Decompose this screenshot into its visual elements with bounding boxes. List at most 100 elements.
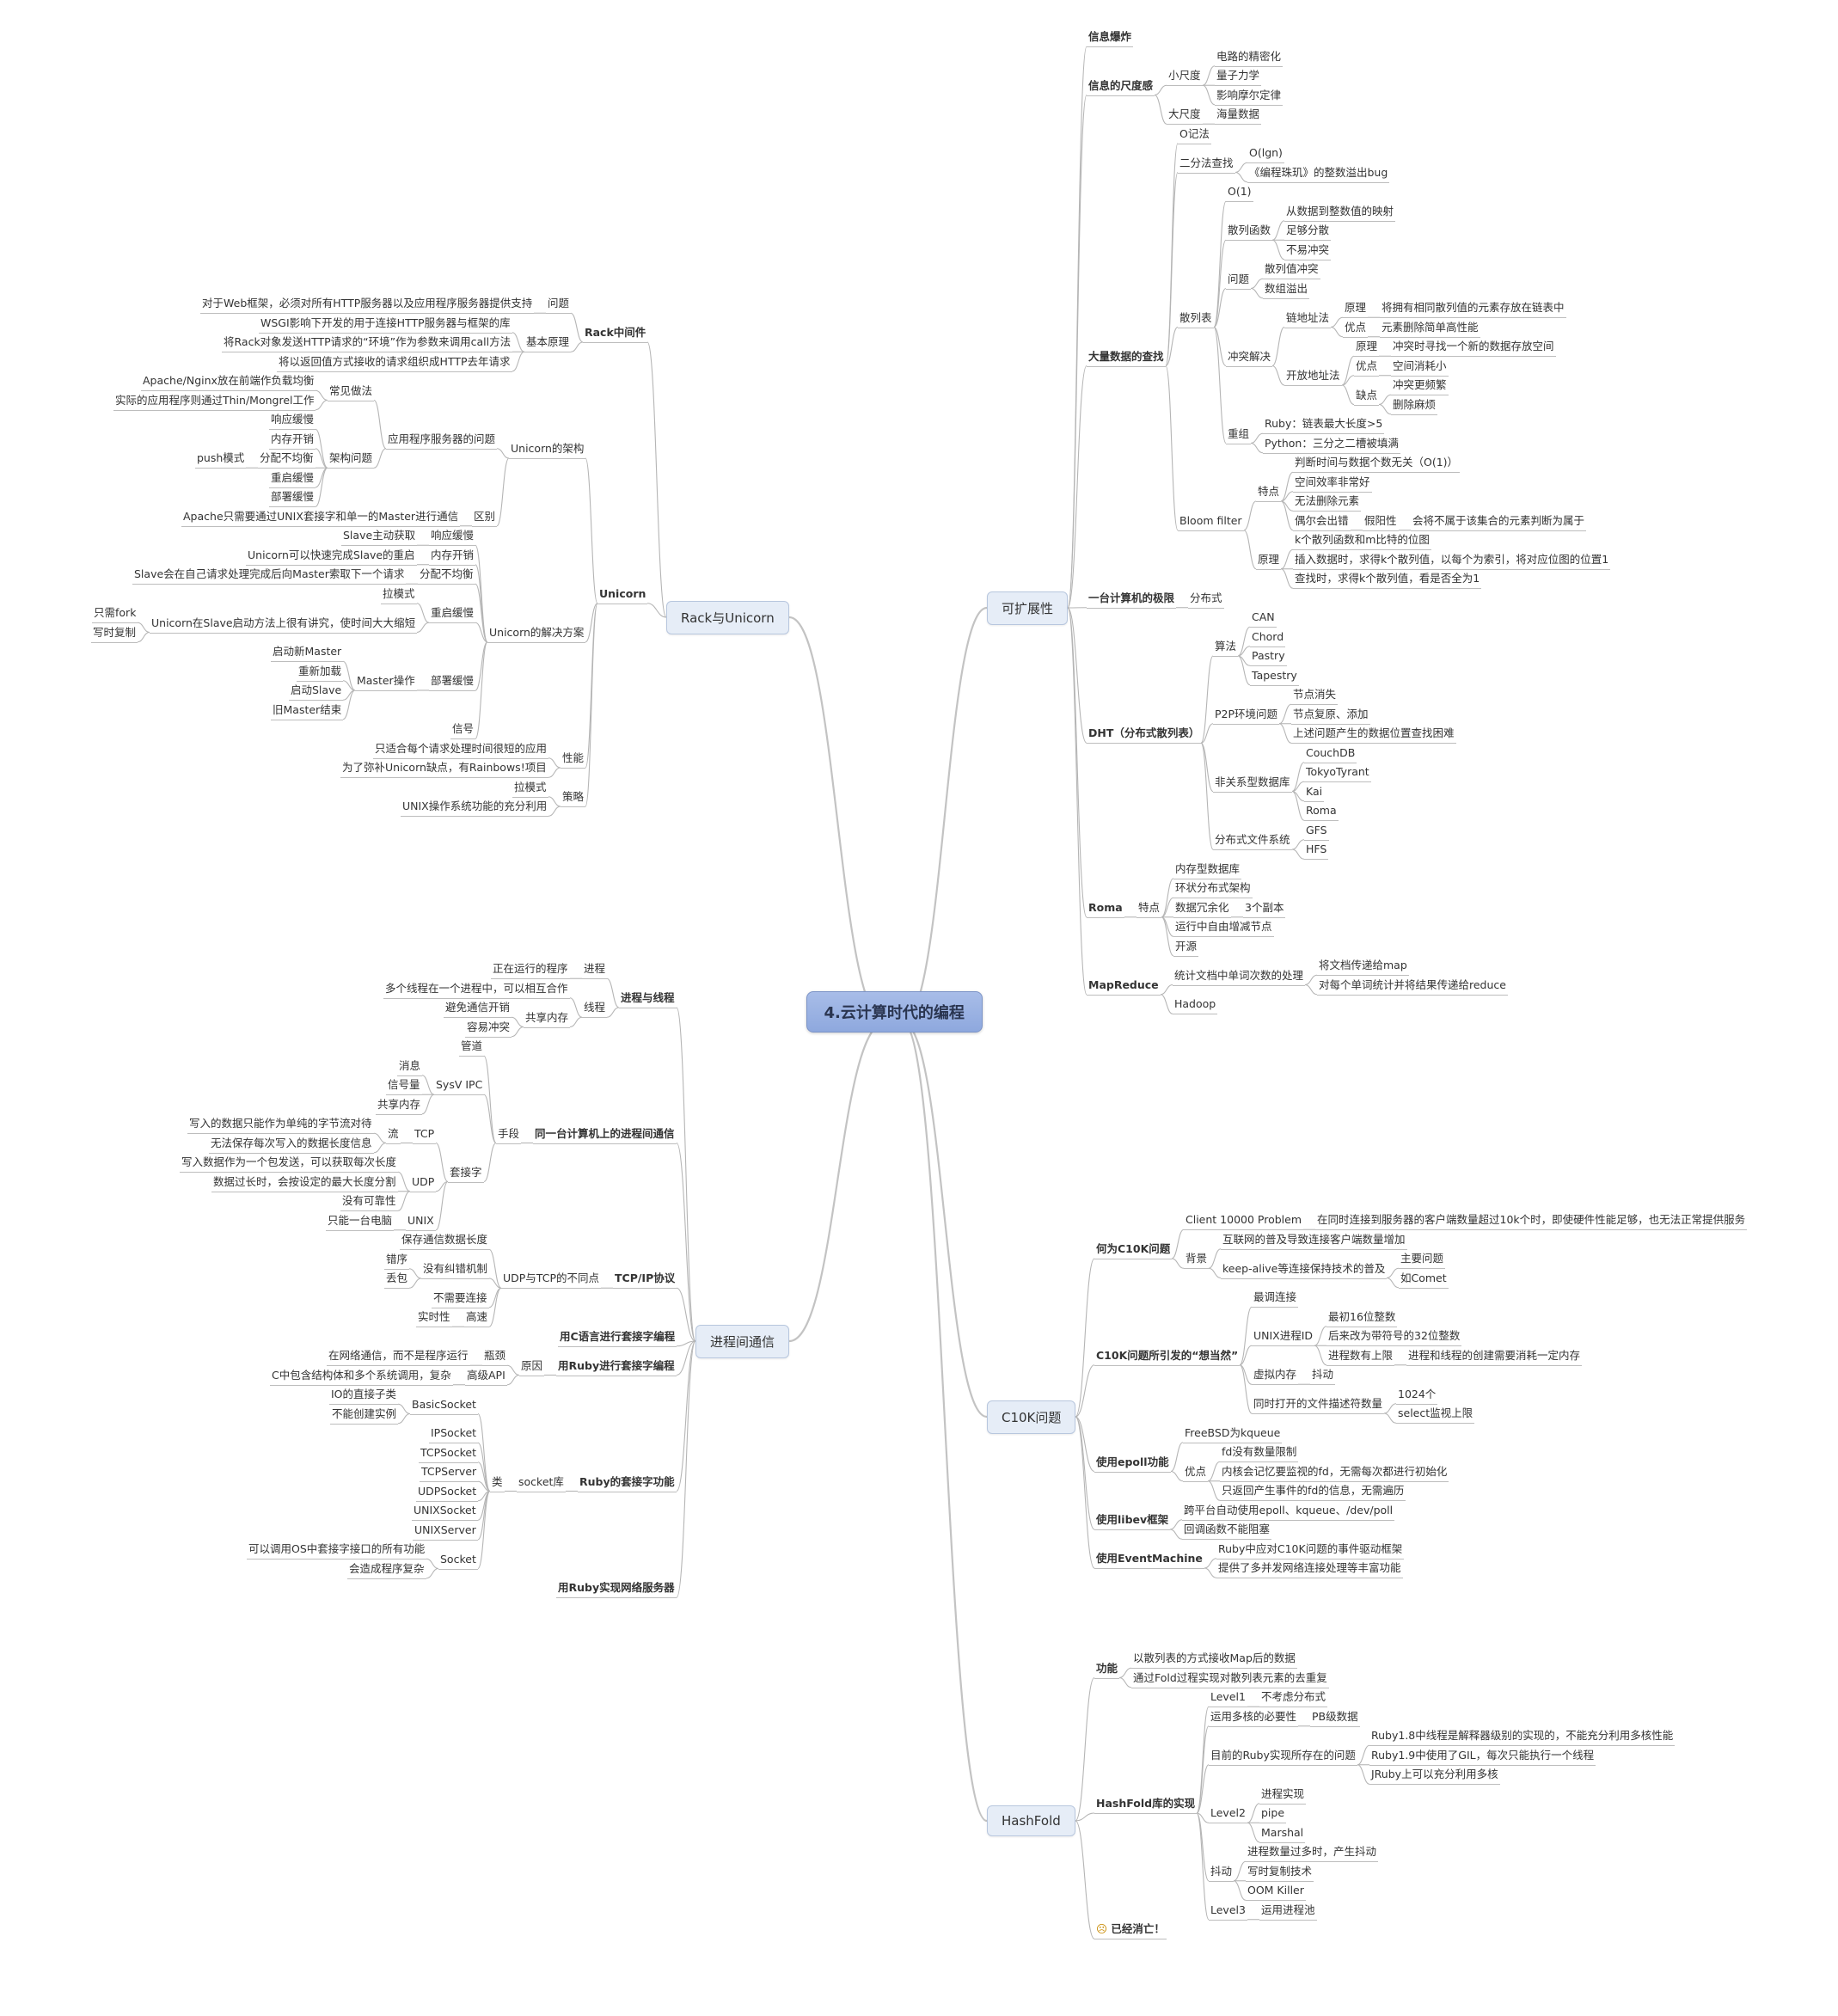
topic-node[interactable]: 散列值冲突 [1263,262,1320,280]
topic-node[interactable]: 进程数有上限 [1326,1349,1395,1366]
topic-node[interactable]: 数组溢出 [1263,282,1310,299]
topic-node[interactable]: 基本原理 [524,335,572,353]
topic-udp-tcp[interactable]: UDP与TCP的不同点 [501,1271,601,1290]
topic-node[interactable]: 拉模式 [512,781,548,798]
topic-ruby1-9-gil[interactable]: Ruby1.9中使用了GIL，每次只能执行一个线程 [1369,1749,1596,1766]
topic-node[interactable]: 分布式文件系统 [1213,833,1292,850]
topic-node[interactable]: 优点 [1354,359,1380,377]
topic-bug[interactable]: 《编程珠玑》的整数溢出bug [1247,166,1390,183]
topic-reduce[interactable]: 对每个单词统计并将结果传递给reduce [1317,978,1508,996]
topic-node[interactable]: 非关系型数据库 [1213,775,1292,793]
topic-node[interactable]: 删除麻烦 [1391,398,1438,415]
topic-epoll-kqueue-dev-poll[interactable]: 跨平台自动使用epoll、kqueue、/dev/poll [1182,1504,1395,1521]
topic-unixsocket[interactable]: UNIXSocket [412,1504,478,1522]
topic-node[interactable]: 手段 [496,1127,522,1144]
topic-fold[interactable]: 通过Fold过程实现对散列表元素的去重复 [1131,1671,1329,1688]
topic-freebsd-kqueue[interactable]: FreeBSD为kqueue [1183,1426,1283,1443]
topic-node[interactable]: 高速 [464,1310,490,1328]
topic-io[interactable]: IO的直接子类 [329,1388,399,1406]
topic-ruby1-8[interactable]: Ruby1.8中线程是解释器级别的实现的，不能充分利用多核性能 [1369,1729,1676,1747]
topic-16[interactable]: 最初16位整数 [1326,1310,1398,1327]
topic-unicorn-slave[interactable]: Unicorn在Slave启动方法上很有讲究，使时间大大缩短 [150,616,418,634]
topic-slave[interactable]: Slave主动获取 [341,529,418,547]
topic-node[interactable]: 影响摩尔定律 [1215,89,1284,106]
topic-node[interactable]: 性能 [561,751,586,769]
topic-node[interactable]: 一台计算机的极限 [1087,591,1177,609]
topic-node[interactable]: 进程实现 [1259,1787,1307,1805]
topic-bloom-filter[interactable]: Bloom filter [1178,514,1244,531]
topic-node[interactable]: 电路的精密化 [1215,50,1284,67]
topic-k-m[interactable]: k个散列函数和m比特的位图 [1293,533,1431,551]
topic-node[interactable]: 足够分散 [1284,224,1332,242]
topic-k-1[interactable]: 查找时，求得k个散列值，看是否全为1 [1293,572,1482,590]
topic-node[interactable]: 线程 [582,1001,608,1019]
topic-node[interactable]: 写入的数据只能作为单纯的字节流对待 [187,1117,374,1135]
topic-socket[interactable]: socket库 [517,1475,566,1492]
topic-node[interactable]: 运行中自由增减节点 [1173,920,1274,938]
topic-node[interactable]: 偶尔会出错 [1293,514,1351,531]
topic-roma[interactable]: Roma [1087,901,1124,918]
topic-slave-master[interactable]: Slave会在自己请求处理完成后向Master索取下一个请求 [132,567,407,585]
topic-node[interactable]: 保存通信数据长度 [400,1233,490,1251]
topic-node[interactable]: 会造成程序复杂 [347,1562,426,1579]
topic-node[interactable]: 只能一台电脑 [326,1214,395,1231]
topic-node[interactable]: 类 [490,1475,505,1492]
topic-c10k[interactable]: C10K问题所引发的“想当然” [1094,1349,1241,1366]
topic-push[interactable]: push模式 [195,451,247,469]
topic-node[interactable]: 节点复原、添加 [1291,708,1370,725]
topic-unicorn[interactable]: Unicorn的解决方案 [487,626,586,643]
topic-node[interactable]: 信息爆炸 [1087,30,1134,48]
topic-node[interactable]: 重组 [1226,427,1252,444]
topic-node[interactable]: 写时复制 [91,626,138,643]
topic-node[interactable]: 进程 [582,962,608,980]
topic-node[interactable]: 数据冗余化 [1173,901,1231,918]
topic-libev[interactable]: 使用libev框架 [1094,1513,1171,1530]
topic-node[interactable]: 错序 [384,1253,410,1270]
topic-node[interactable]: 重启缓慢 [429,606,476,624]
topic-node[interactable]: 写时复制技术 [1246,1865,1314,1882]
topic-tcp-ip[interactable]: TCP/IP协议 [613,1271,677,1290]
topic-node[interactable]: 分配不均衡 [258,451,316,469]
topic-fd[interactable]: 内核会记忆要监视的fd，无需每次都进行初始化 [1220,1465,1449,1482]
topic-o-lgn[interactable]: O(lgn) [1247,146,1284,164]
topic-jruby[interactable]: JRuby上可以充分利用多核 [1369,1768,1500,1786]
topic-node[interactable]: 响应缓慢 [269,413,316,431]
topic-node[interactable]: 海量数据 [1215,107,1262,126]
topic-node[interactable]: 进程与线程 [619,991,677,1008]
topic-node[interactable]: 抖动 [1310,1368,1336,1386]
topic-node[interactable]: 原理 [1256,553,1282,570]
topic-node[interactable]: 问题 [1226,273,1252,290]
topic-node[interactable]: 统计文档中单词次数的处理 [1173,969,1306,986]
topic-node[interactable]: 会将不属于该集合的元素判断为属于 [1411,514,1587,531]
topic-socket[interactable]: Socket [438,1553,478,1570]
topic-node[interactable]: 原理 [1343,301,1369,319]
topic-node[interactable]: 量子力学 [1215,69,1262,87]
topic-rack[interactable]: Rack中间件 [583,326,648,343]
topic-node[interactable]: 冲突更频繁 [1391,378,1449,396]
topic-node[interactable]: 提供了多并发网络连接处理等丰富功能 [1216,1561,1403,1579]
topic-node[interactable]: 无法保存每次写入的数据长度信息 [209,1137,374,1154]
topic-map[interactable]: 以散列表的方式接收Map后的数据 [1131,1651,1297,1670]
topic-node[interactable]: 瓶颈 [482,1349,508,1367]
topic-node[interactable]: 策略 [561,790,586,807]
topic-eventmachine[interactable]: 使用EventMachine [1094,1552,1204,1569]
topic-level2[interactable]: Level2 [1209,1806,1247,1824]
topic-1024[interactable]: 1024个 [1396,1388,1438,1405]
topic-node[interactable]: 分布式 [1188,591,1224,609]
topic-node[interactable]: 元素删除简单高性能 [1380,321,1480,338]
topic-node[interactable]: 背景 [1184,1252,1210,1270]
topic-unicorn[interactable]: Unicorn的架构 [509,442,586,459]
branch-topic[interactable]: 进程间通信 [695,1324,790,1358]
topic-node[interactable]: 优点 [1343,321,1369,338]
topic-c[interactable]: 用C语言进行套接字编程 [558,1330,677,1347]
topic-keep-alive[interactable]: keep-alive等连接保持技术的普及 [1221,1262,1388,1279]
topic-unicorn[interactable]: Unicorn [597,587,648,604]
topic-node[interactable]: 原理 [1354,340,1380,358]
topic-node[interactable]: 运用多核的必要性 [1209,1710,1299,1727]
topic-node[interactable]: 主要问题 [1399,1252,1446,1270]
topic-node[interactable]: 写入数据作为一个包发送，可以获取每次长度 [180,1155,399,1173]
topic-node[interactable]: 内存开销 [429,548,476,566]
topic-comet[interactable]: 如Comet [1399,1271,1449,1289]
topic-master[interactable]: Master操作 [355,674,417,691]
topic-node[interactable]: 算法 [1213,640,1239,657]
